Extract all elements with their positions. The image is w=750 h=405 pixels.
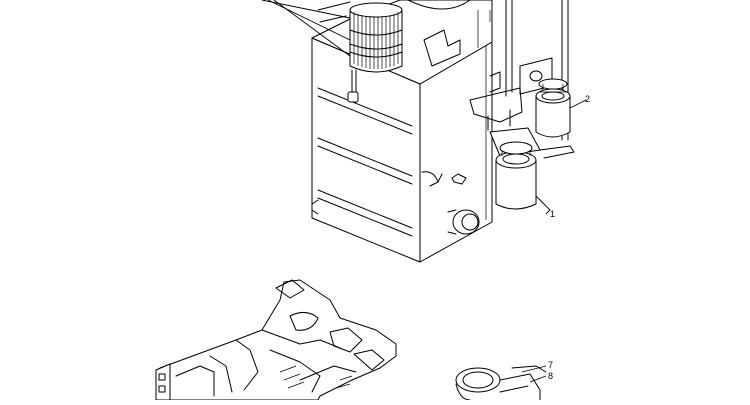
callout-7-8-group: 7 8 — [521, 360, 553, 383]
callout-1-group: 1 — [535, 195, 555, 219]
hose-fitting-assembly — [455, 365, 547, 401]
element-filter — [347, 2, 403, 103]
callout-8: 8 — [548, 371, 553, 381]
fuel-filter-1 — [495, 141, 537, 210]
fuel-filter-2 — [535, 78, 571, 138]
callout-2-group: 2 — [569, 94, 590, 109]
callout-7: 7 — [548, 360, 553, 370]
element-filter-leaders — [261, 0, 351, 57]
lower-frame-assembly — [155, 279, 397, 401]
callout-2: 2 — [585, 94, 590, 104]
callout-1: 1 — [550, 209, 555, 219]
